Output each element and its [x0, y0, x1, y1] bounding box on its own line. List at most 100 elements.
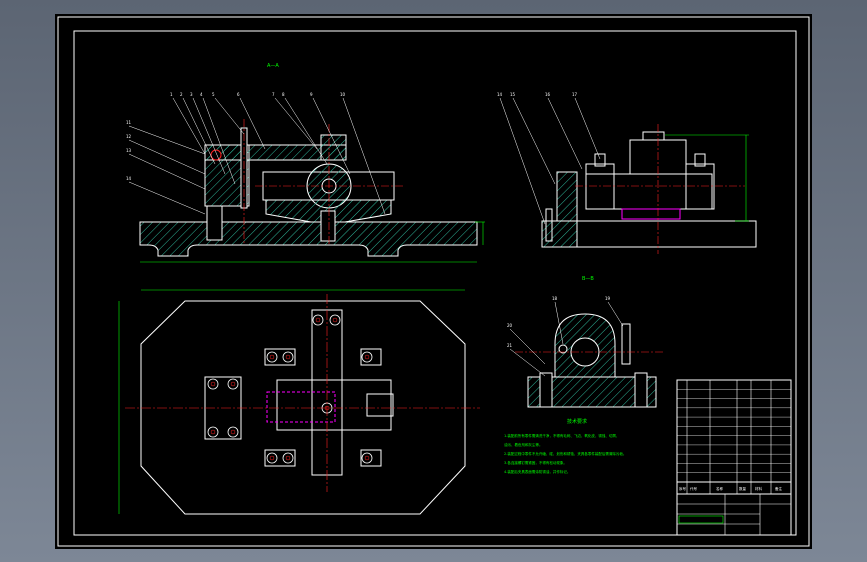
bolt-center: [210, 429, 216, 435]
plan-end-right: [366, 393, 394, 417]
plan-cross-h: [276, 379, 392, 431]
header-name: 名称: [716, 486, 724, 491]
section-a-label: A—A: [267, 63, 279, 69]
balloon-label: 5: [212, 92, 215, 97]
parts-list-rows: [677, 389, 791, 483]
leader-line: [284, 97, 328, 165]
front-section-view: [139, 119, 485, 263]
bolt-center: [230, 381, 236, 387]
bolt-center: [364, 354, 370, 360]
leader-line: [214, 97, 245, 135]
plan-block-bottom: [264, 449, 296, 467]
balloon-label: 2: [180, 92, 183, 97]
technical-notes: 技术要求 1.装配前所有零件需清洗干净，不得有毛刺、飞边、氧化皮、锈蚀、切屑、 …: [504, 418, 626, 474]
notes-line-4: 3.各连接螺钉需紧固，不得有松动现象。: [504, 460, 567, 465]
section-b-bolt: [621, 323, 631, 365]
bolt-circle: [312, 314, 324, 326]
leader-line: [512, 97, 556, 185]
side-cap: [642, 131, 665, 141]
bolt-circle: [282, 452, 294, 464]
notes-line-2: 油污、着色剂和灰尘等。: [504, 442, 543, 447]
side-stud: [545, 208, 553, 242]
side-slot: [621, 208, 681, 220]
parts-header-row: [676, 481, 792, 495]
leader-line: [607, 301, 624, 327]
header-material: 材料: [755, 486, 763, 491]
balloon-label: 9: [310, 92, 313, 97]
header-qty: 数量: [739, 486, 747, 491]
notes-title: 技术要求: [567, 418, 587, 425]
bolt-center: [315, 317, 321, 323]
plan-block-bottom-r: [360, 449, 382, 467]
bolt-center: [285, 354, 291, 360]
section-b-label: B—B: [582, 276, 594, 282]
bolt-circle: [361, 452, 373, 464]
bolt-center: [285, 455, 291, 461]
balloon-label: 16: [545, 92, 551, 97]
leader-line: [547, 97, 583, 170]
leader-line: [509, 348, 546, 377]
leader-line: [128, 181, 206, 215]
leader-line: [312, 97, 351, 175]
balloon-label: 8: [282, 92, 285, 97]
side-upright: [556, 171, 578, 222]
right-column: [320, 134, 347, 161]
balloon-label: 3: [190, 92, 193, 97]
balloon-label: 21: [507, 343, 513, 348]
plan-outline: [140, 300, 466, 515]
title-block: 序号 代号 名称 数量 材料 备注: [676, 379, 792, 536]
plan-bolts: [207, 314, 373, 464]
side-base-hatch: [541, 220, 578, 248]
inner-frame: [73, 30, 797, 536]
header-remark: 备注: [775, 486, 783, 491]
notes-line-5: 4.装配后夹具表面需涂防锈油，并作标记。: [504, 469, 570, 474]
plan-block-top: [264, 348, 296, 366]
leader-line: [342, 97, 386, 215]
section-b-stud-l: [539, 372, 553, 408]
leader-line: [499, 97, 546, 225]
leader-line: [128, 139, 206, 175]
balloon-label: 10: [340, 92, 346, 97]
balloon-label: 18: [552, 296, 558, 301]
bolt-center: [269, 354, 275, 360]
tb-green-fill: [678, 515, 724, 524]
header-code: 代号: [690, 486, 698, 491]
notes-line-1: 1.装配前所有零件需清洗干净，不得有毛刺、飞边、氧化皮、锈蚀、切屑、: [504, 433, 619, 438]
leader-line: [182, 97, 216, 165]
leader-line: [192, 97, 226, 175]
balloon-label: 15: [510, 92, 516, 97]
leader-line: [574, 97, 601, 160]
bolt-circle: [282, 351, 294, 363]
side-body: [585, 173, 713, 210]
section-leaders: 18 19 20 21: [507, 296, 624, 377]
balloon-label: 19: [605, 296, 611, 301]
balloon-label: 4: [200, 92, 203, 97]
balloon-label: 11: [126, 120, 132, 125]
leader-line: [274, 97, 318, 150]
leader-line: [554, 301, 564, 345]
section-b-stud-r: [634, 372, 648, 408]
balloon-label: 1: [170, 92, 173, 97]
plan-view: [118, 289, 480, 515]
bolt-circle: [329, 314, 341, 326]
header-no: 序号: [679, 486, 687, 491]
side-clamp-left: [585, 163, 615, 210]
bolt-circle: [361, 351, 373, 363]
leader-line: [202, 97, 236, 185]
plan-block-top-r: [360, 348, 382, 366]
bolt-circle: [207, 426, 219, 438]
plan-inner-slot: [266, 391, 336, 423]
balloon-label: 12: [126, 134, 132, 139]
balloon-label: 6: [237, 92, 240, 97]
balloon-label: 20: [507, 323, 513, 328]
bolt-center: [332, 317, 338, 323]
stud-left: [206, 205, 223, 241]
bolt-circle: [227, 426, 239, 438]
balloon-label: 14: [126, 176, 132, 181]
bolt-center: [364, 455, 370, 461]
side-nut-left: [594, 153, 606, 167]
